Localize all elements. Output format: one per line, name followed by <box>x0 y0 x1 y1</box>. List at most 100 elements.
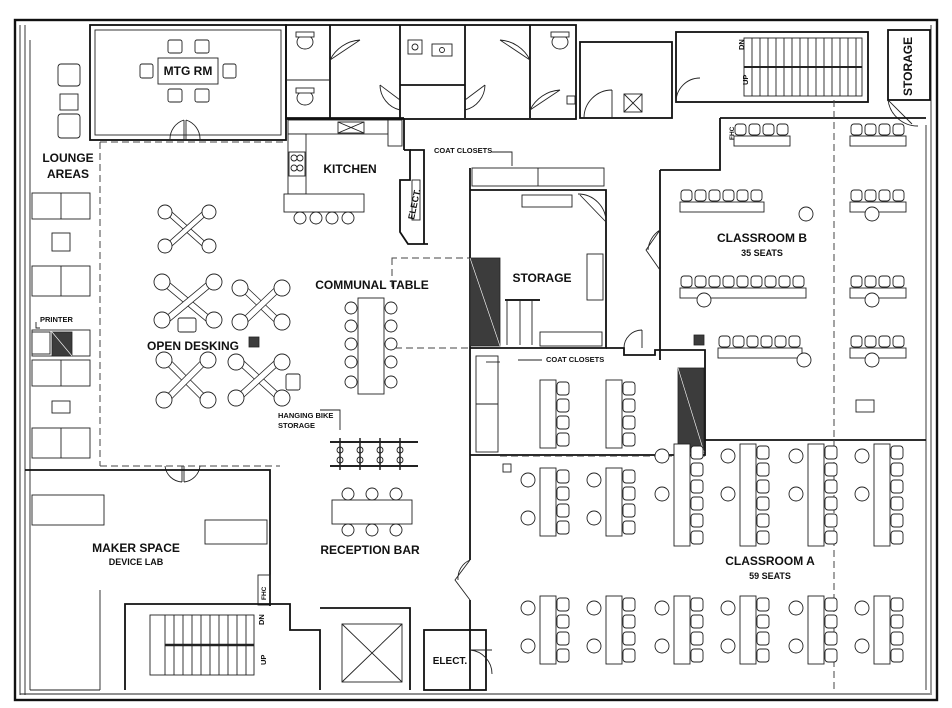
lounge-label-line2: AREAS <box>47 167 89 181</box>
elect-closet-top <box>399 149 428 245</box>
stool <box>586 510 602 526</box>
chair <box>622 631 636 646</box>
chair <box>622 614 636 629</box>
classroom-a-furniture <box>520 379 904 665</box>
chair <box>556 381 570 396</box>
chair <box>892 275 905 288</box>
chair <box>890 614 904 629</box>
chair <box>892 189 905 202</box>
chair <box>890 631 904 646</box>
janitor-closet <box>579 41 673 119</box>
device-lab-label: DEVICE LAB <box>109 557 164 567</box>
chair <box>690 631 704 646</box>
stair-top <box>675 31 869 103</box>
stool <box>654 638 670 654</box>
chair <box>890 513 904 528</box>
chair <box>756 496 770 511</box>
chair <box>708 189 721 202</box>
chair <box>694 189 707 202</box>
storage-mid-label: STORAGE <box>512 271 571 285</box>
fhc-bottom-label: FHC <box>261 586 268 600</box>
chair <box>756 614 770 629</box>
communal-table <box>344 297 398 395</box>
printer-label: PRINTER <box>40 315 74 324</box>
chair <box>756 648 770 663</box>
desk <box>605 467 623 537</box>
desk-pod-5 <box>227 353 301 407</box>
bike-storage-label-line1: HANGING BIKE <box>278 411 333 420</box>
stool <box>654 448 670 464</box>
chair <box>556 648 570 663</box>
chair <box>890 445 904 460</box>
chair <box>736 275 749 288</box>
chair <box>878 335 891 348</box>
chair <box>690 614 704 629</box>
chair <box>864 275 877 288</box>
chair <box>556 486 570 501</box>
chair <box>748 123 761 136</box>
bike-storage <box>320 409 418 470</box>
chair <box>824 445 838 460</box>
chair <box>622 648 636 663</box>
stool <box>720 638 736 654</box>
desk <box>807 443 825 547</box>
restrooms <box>285 24 577 120</box>
communal-table-label: COMMUNAL TABLE <box>315 278 429 292</box>
interior-walls <box>454 100 926 690</box>
desk <box>605 595 623 665</box>
chair <box>878 123 891 136</box>
desk-pod-3 <box>231 279 291 331</box>
chair <box>690 479 704 494</box>
chair <box>556 503 570 518</box>
coat-closets-top-label: COAT CLOSETS <box>434 146 492 155</box>
chair <box>890 648 904 663</box>
chair <box>556 398 570 413</box>
desk <box>605 379 623 449</box>
teacher-desk <box>855 399 875 413</box>
reception-bar-label: RECEPTION BAR <box>320 543 420 557</box>
stool <box>586 638 602 654</box>
chair <box>824 513 838 528</box>
desk <box>539 467 557 537</box>
chair <box>756 462 770 477</box>
stool <box>520 600 536 616</box>
chair <box>850 275 863 288</box>
chair <box>824 479 838 494</box>
chair <box>622 597 636 612</box>
chair <box>556 631 570 646</box>
chair <box>556 597 570 612</box>
stool <box>864 292 880 308</box>
chair <box>824 496 838 511</box>
stool <box>854 486 870 502</box>
chair <box>878 189 891 202</box>
chair <box>722 275 735 288</box>
maker-space-label: MAKER SPACE <box>92 541 180 555</box>
chair <box>708 275 721 288</box>
chair <box>750 275 763 288</box>
chair <box>750 189 763 202</box>
chair <box>690 597 704 612</box>
chair <box>556 432 570 447</box>
chair <box>850 189 863 202</box>
chair <box>746 335 759 348</box>
column <box>248 336 260 348</box>
classroom-a-label: CLASSROOM A <box>725 554 815 568</box>
desk <box>849 135 907 147</box>
chair <box>690 445 704 460</box>
stool <box>788 448 804 464</box>
stair-up-bottom: UP <box>259 655 268 665</box>
stool <box>654 486 670 502</box>
desk <box>679 201 765 213</box>
stool <box>520 472 536 488</box>
stool <box>720 486 736 502</box>
chair <box>622 486 636 501</box>
desk <box>739 595 757 665</box>
stool <box>864 352 880 368</box>
chair <box>690 462 704 477</box>
classroom-a-seats: 59 SEATS <box>749 571 791 581</box>
elect-bottom-label: ELECT. <box>433 656 468 667</box>
chair <box>622 415 636 430</box>
stool <box>796 352 812 368</box>
classroom-b-seats: 35 SEATS <box>741 248 783 258</box>
chair <box>732 335 745 348</box>
